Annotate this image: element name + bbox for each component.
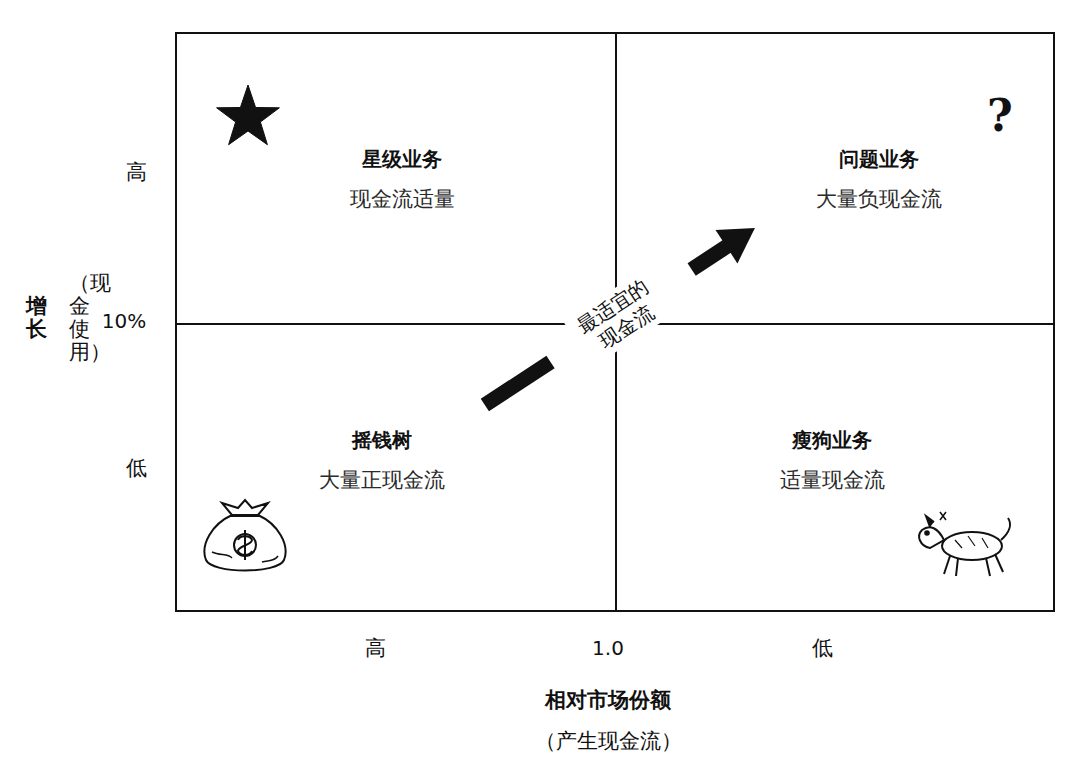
cash-flow-note: 现金流适量: [350, 185, 455, 213]
axis-subtitle: （产生现金流）: [535, 727, 682, 755]
quadrant-text-group: 问题业务大量负现金流: [816, 146, 942, 213]
quadrant-title: 瘦狗业务: [780, 427, 885, 454]
axis-title: 相对市场份额: [545, 686, 671, 714]
arrow-head: [716, 228, 755, 263]
axis-tick: 高: [126, 158, 147, 186]
star-icon: [217, 85, 280, 145]
arrow-label: 最适宜的 现金流: [563, 267, 676, 367]
quadrant-title: 摇钱树: [319, 427, 445, 454]
quadrant-title: 星级业务: [350, 146, 455, 173]
arrow-shaft: [485, 246, 728, 406]
cash-flow-note: 大量正现金流: [319, 466, 445, 494]
quadrant-box: 瘦狗业务适量现金流: [615, 323, 1055, 612]
cash-flow-arrow: [485, 228, 755, 405]
quadrant-text-group: 瘦狗业务适量现金流: [780, 427, 885, 494]
axis-tick: 低: [126, 454, 147, 482]
axis-subtitle: （现金使用）: [69, 272, 90, 364]
axis-threshold: 1.0: [592, 636, 624, 660]
quadrant-text-group: 摇钱树大量正现金流: [319, 427, 445, 494]
quadrant-title: 问题业务: [816, 146, 942, 173]
dog-icon: [919, 512, 1010, 576]
quadrant-box: 摇钱树大量正现金流: [175, 323, 617, 612]
quadrant-text-group: 星级业务现金流适量: [350, 146, 455, 213]
question-icon: ?: [987, 90, 1013, 141]
cash-flow-note: 适量现金流: [780, 466, 885, 494]
quadrant-box: 问题业务大量负现金流: [615, 32, 1055, 325]
axis-tick: 高: [365, 634, 386, 662]
axis-threshold: 10%: [102, 309, 146, 333]
money-bag-icon: [204, 500, 285, 571]
quadrant-box: 星级业务现金流适量: [175, 32, 617, 325]
cash-flow-note: 大量负现金流: [816, 185, 942, 213]
axis-title: 增长: [26, 295, 47, 341]
axis-tick: 低: [812, 634, 833, 662]
